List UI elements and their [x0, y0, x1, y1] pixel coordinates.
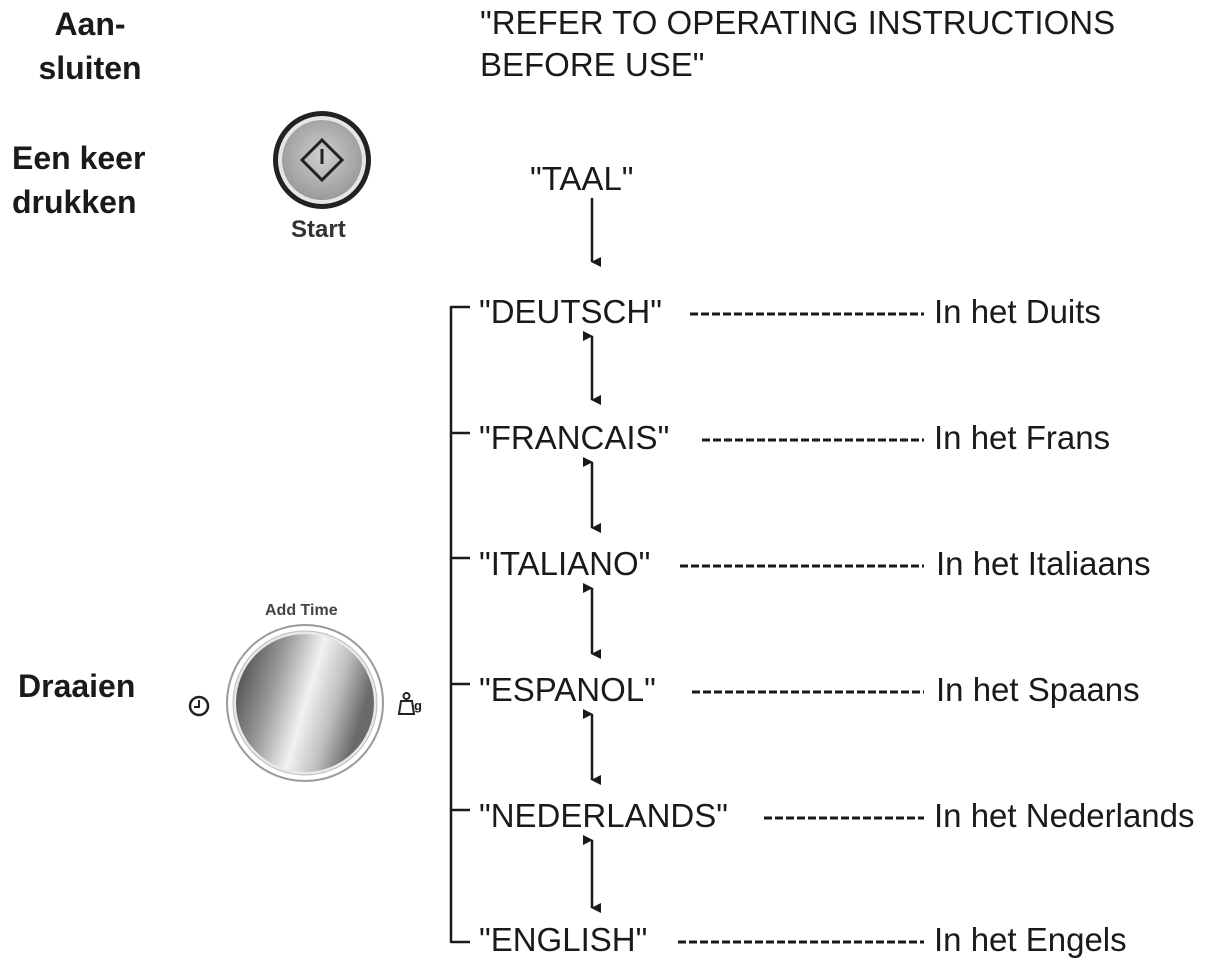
step-turn-label: Draaien	[18, 668, 136, 704]
language-desc-frans: In het Frans	[934, 419, 1111, 456]
menu-title-taal: "TAAL"	[530, 160, 634, 197]
language-option-italiano: "ITALIANO"	[479, 545, 651, 582]
step-plug-in-label: Aan- sluiten	[38, 6, 142, 86]
language-desc-nederlands: In het Nederlands	[934, 797, 1195, 834]
language-option-nederlands: "NEDERLANDS"	[479, 797, 728, 834]
language-bracket	[449, 305, 470, 944]
language-desc-engels: In het Engels	[934, 921, 1127, 958]
language-option-espanol: "ESPANOL"	[479, 671, 656, 708]
weight-icon	[397, 692, 416, 715]
dashed-leaders	[678, 312, 924, 944]
step-press-once-label: Een keer drukken	[12, 140, 146, 220]
clock-icon	[188, 695, 210, 717]
language-desc-spaans: In het Spaans	[936, 671, 1140, 708]
language-desc-italiaans: In het Italiaans	[936, 545, 1151, 582]
weight-icon-unit: g	[414, 698, 422, 713]
language-option-deutsch: "DEUTSCH"	[479, 293, 662, 330]
language-option-english: "ENGLISH"	[479, 921, 648, 958]
add-time-dial[interactable]	[226, 624, 384, 782]
start-button[interactable]	[273, 111, 371, 209]
start-diamond-icon	[299, 137, 345, 183]
language-desc-duits: In het Duits	[934, 293, 1101, 330]
display-message: "REFER TO OPERATING INSTRUCTIONS BEFORE …	[480, 4, 1116, 83]
start-button-label: Start	[291, 216, 346, 243]
language-option-francais: "FRANCAIS"	[479, 419, 670, 456]
add-time-label: Add Time	[265, 602, 338, 619]
